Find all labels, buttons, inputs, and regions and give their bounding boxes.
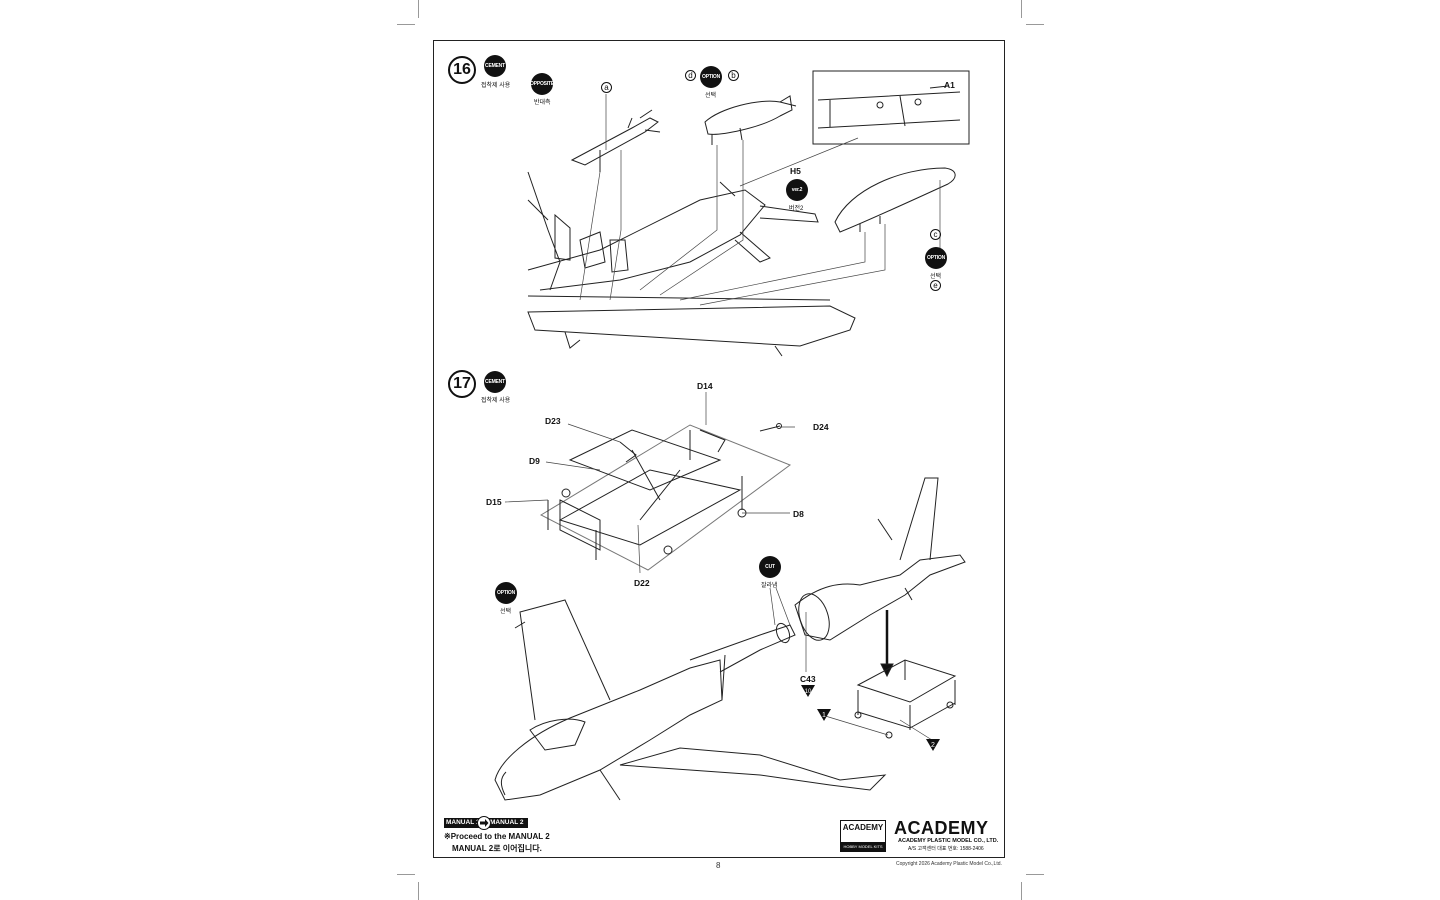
opposite-badge: OPPOSITE — [530, 73, 554, 95]
option-badge: OPTION — [495, 582, 517, 604]
beaching-cart-frame-drawing — [539, 423, 792, 571]
triangle-mark-1: 1 — [817, 709, 831, 721]
cart-small-drawing — [854, 659, 957, 739]
opposite-caption: 반대측 — [534, 100, 551, 106]
cement-caption: 접착제 사용 — [481, 83, 511, 89]
service-number: A/S 고객센터 대표 번호: 1588-2406 — [908, 846, 984, 852]
crop-mark — [418, 882, 419, 900]
proceed-text-en: ※Proceed to the MANUAL 2 — [444, 832, 550, 841]
drop-tank-part-c-drawing — [834, 167, 956, 233]
tail-section-drawing — [794, 477, 966, 641]
page-number: 8 — [716, 861, 721, 870]
version-badge: ver.2 — [786, 179, 808, 201]
leader-lines-17 — [504, 392, 795, 574]
small-logo-sub: HOBBY MODEL KITS — [841, 842, 885, 851]
cement-caption: 접착제 사용 — [481, 398, 511, 404]
bomb-part-a-drawing — [570, 109, 661, 172]
option-caption: 선택 — [930, 274, 942, 280]
arrow-icon — [477, 816, 491, 830]
leader-lines-16 — [579, 94, 941, 306]
cut-badge: CUT — [759, 556, 781, 578]
c43-number: 10 — [805, 689, 812, 695]
cut-caption: 잘라냄 — [761, 583, 778, 589]
option-badge: OPTION — [700, 66, 722, 88]
part-D24-label: D24 — [813, 422, 829, 432]
small-logo-text: ACADEMY — [842, 823, 884, 832]
copyright-text: Copyright 2026 Academy Plastic Model Co.… — [896, 861, 1002, 867]
option-badge: OPTION — [925, 247, 947, 269]
option-caption: 선택 — [705, 93, 717, 99]
crop-mark — [1021, 0, 1022, 18]
jet-fuselage-drawing — [494, 599, 887, 801]
academy-small-logo: ACADEMY HOBBY MODEL KITS — [840, 820, 886, 852]
step-17-number: 17 — [448, 370, 476, 398]
crop-mark — [1021, 882, 1022, 900]
fuel-tank-part-b-drawing — [704, 95, 797, 145]
proceed-text-ko: MANUAL 2로 이어집니다. — [452, 844, 542, 853]
crop-mark — [397, 24, 415, 25]
part-C43-label: C43 — [800, 674, 816, 684]
part-b-label: b — [728, 70, 739, 81]
part-D8-label: D8 — [793, 509, 804, 519]
company-name: ACADEMY PLASTIC MODEL CO., LTD. — [898, 838, 999, 844]
triangle-mark-2-text: 2 — [931, 742, 935, 749]
part-d-label: d — [685, 70, 696, 81]
step-16-number: 16 — [448, 56, 476, 84]
academy-logo: ACADEMY — [894, 818, 989, 838]
crop-mark — [418, 0, 419, 18]
instruction-sheet — [433, 40, 1005, 858]
part-D9-label: D9 — [529, 456, 540, 466]
crop-mark — [1026, 24, 1044, 25]
part-e-label: e — [930, 280, 941, 291]
triangle-mark-1-text: 1 — [822, 712, 826, 719]
part-c-label: c — [930, 229, 941, 240]
manual-to: MANUAL 2 — [490, 819, 524, 826]
part-a-label: a — [601, 82, 612, 93]
cement-badge: CEMENT — [484, 371, 506, 393]
part-D22-label: D22 — [634, 578, 650, 588]
part-H5-label: H5 — [790, 166, 801, 176]
option-caption: 선택 — [500, 609, 512, 615]
triangle-mark-2: 2 — [926, 739, 940, 751]
part-D15-label: D15 — [486, 497, 502, 507]
manual-from: MANUAL 1 — [446, 819, 480, 826]
part-D14-label: D14 — [697, 381, 713, 391]
part-D23-label: D23 — [545, 416, 561, 426]
wing-assembly-drawing — [527, 171, 856, 357]
crop-mark — [1026, 874, 1044, 875]
detail-inset-drawing — [812, 70, 970, 145]
crop-mark — [397, 874, 415, 875]
assembly-arrow-drawing — [880, 610, 894, 678]
part-A1-label: A1 — [944, 80, 955, 90]
version-caption: 버전2 — [789, 206, 804, 212]
c43-number-triangle: 10 — [801, 685, 815, 697]
cement-badge: CEMENT — [484, 55, 506, 77]
